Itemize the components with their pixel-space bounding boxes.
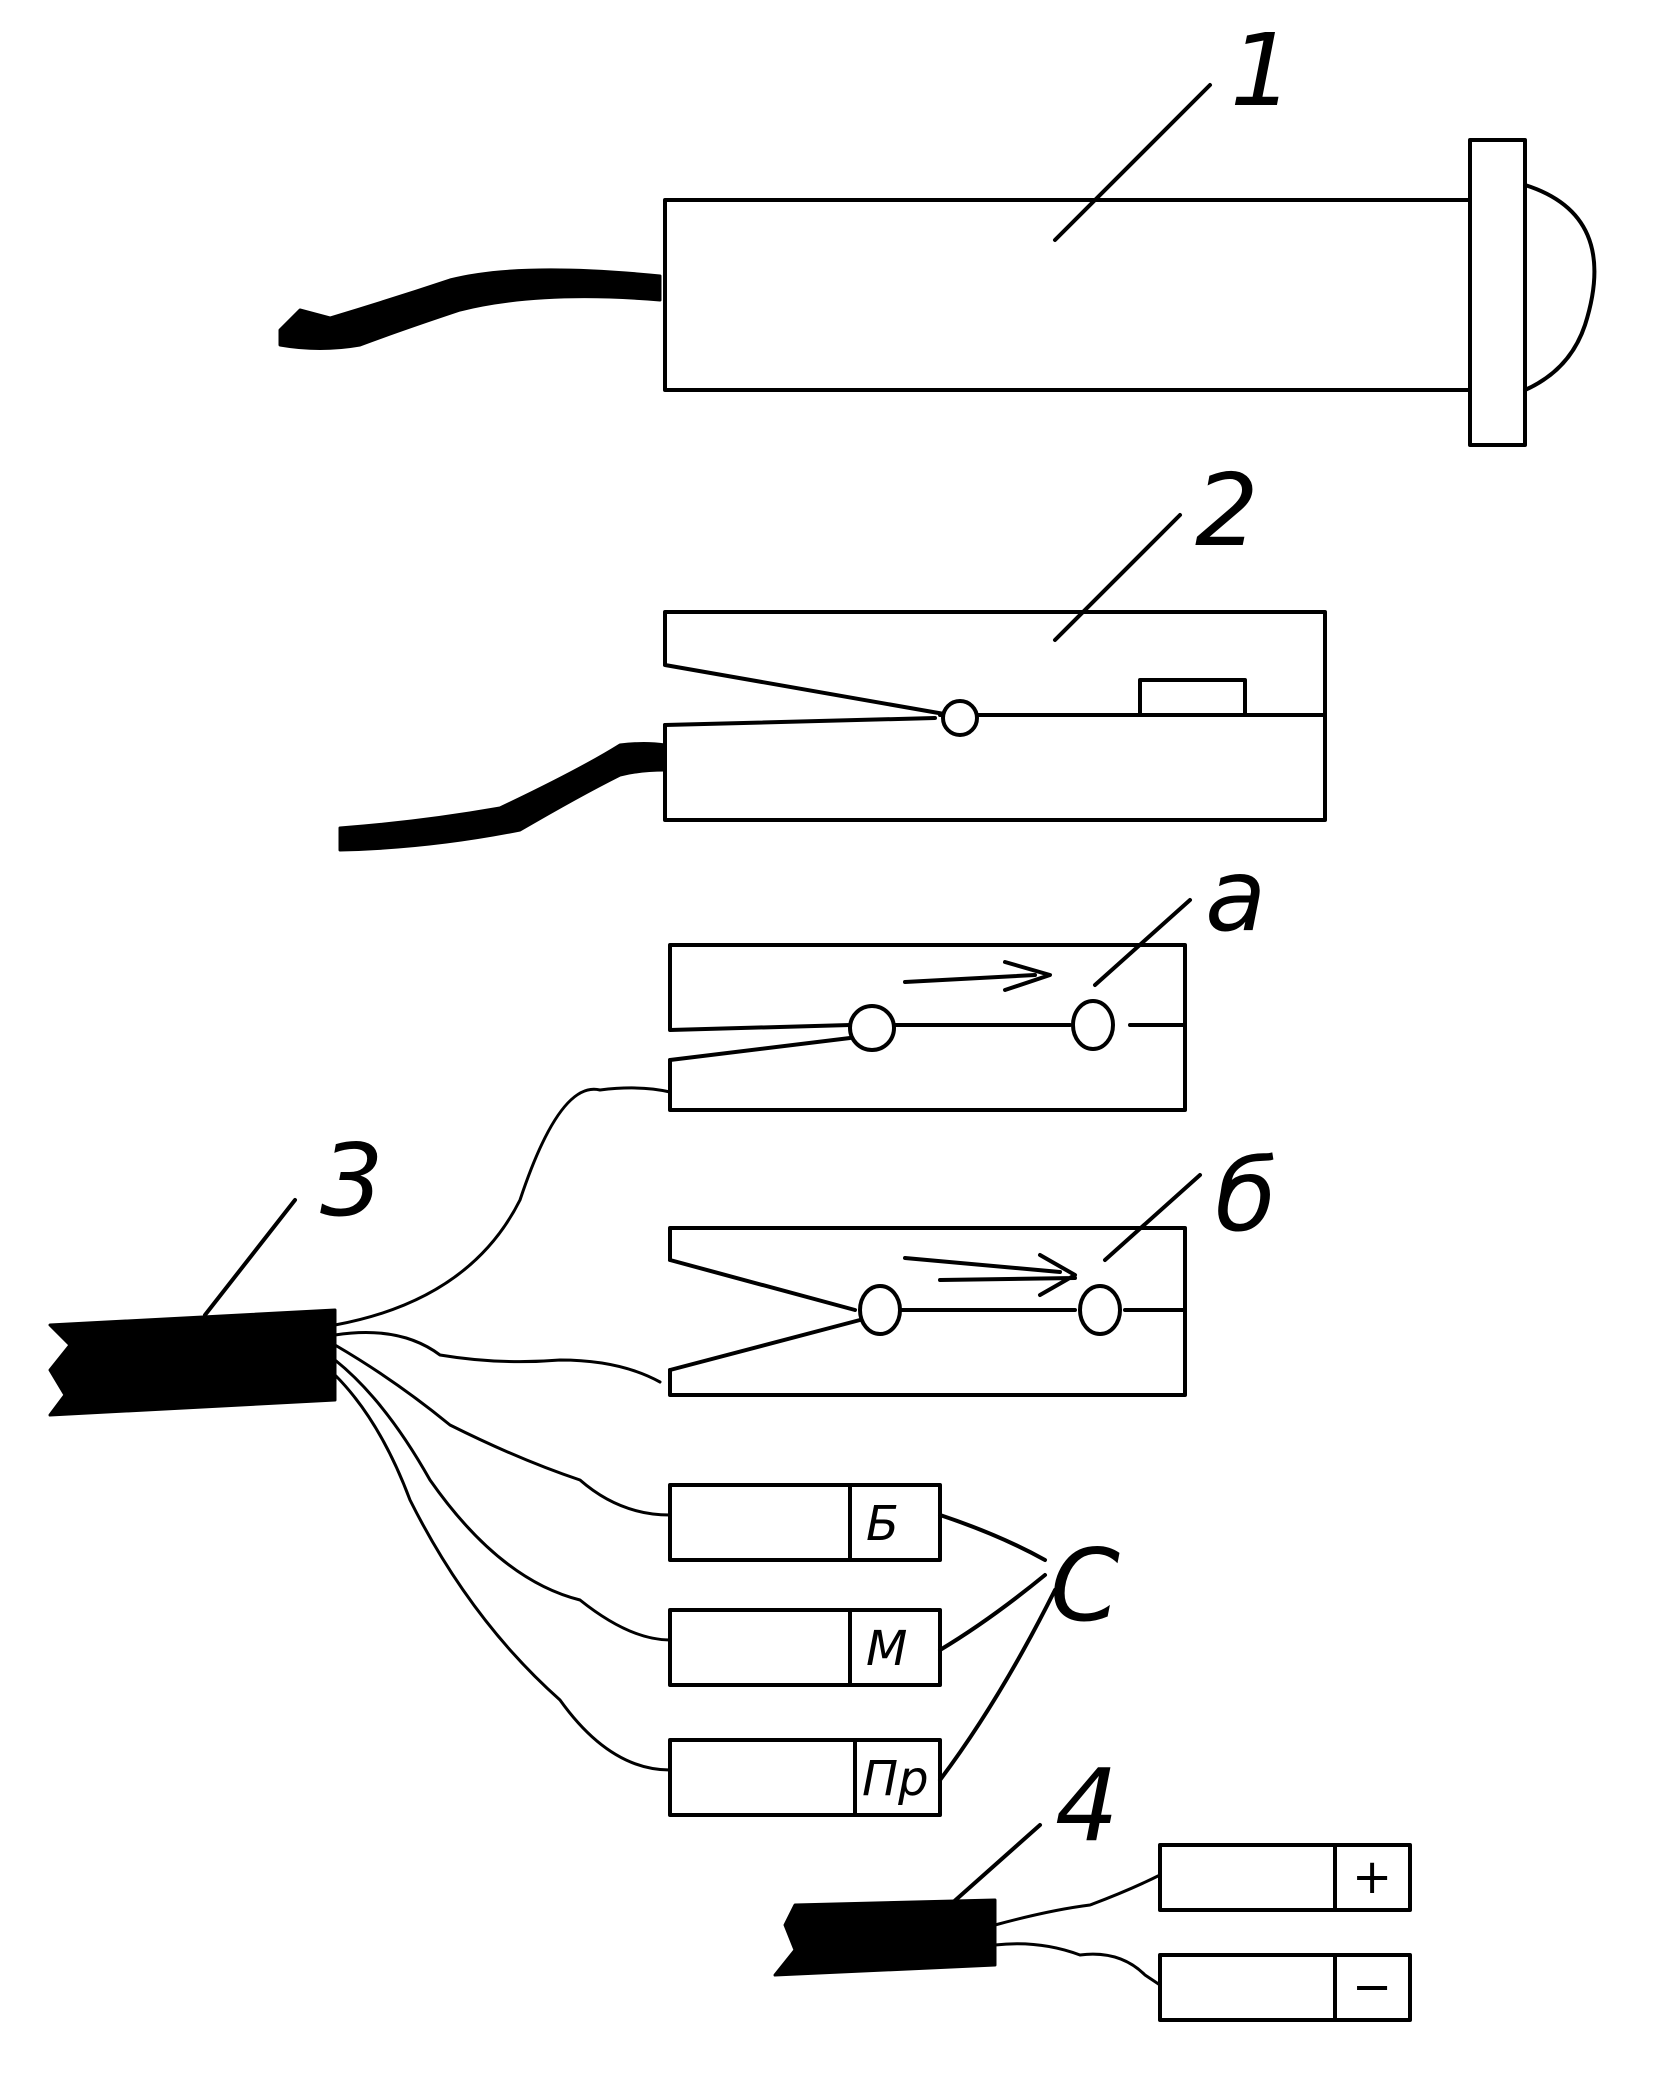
variant-b-label: б <box>1215 1137 1277 1254</box>
wire-to-variant-a <box>333 1086 672 1327</box>
variant-a-arrow <box>903 960 1052 992</box>
terminal-group-c: Б M Пр C <box>668 1483 1120 1817</box>
terminal-minus[interactable] <box>1158 1953 1412 2022</box>
part-1-leader <box>1053 83 1212 242</box>
part-3-label: 3 <box>320 1122 384 1239</box>
variant-a-upper-jaw <box>668 943 1187 1032</box>
part-2-clip: 2 <box>338 452 1327 852</box>
terminal-plus-label: + <box>1352 1849 1392 1905</box>
variant-a-label: a <box>1205 837 1266 954</box>
terminal-m-label: M <box>866 1621 907 1677</box>
wire-to-terminal-b <box>333 1343 672 1517</box>
variant-b-jaw-seam <box>668 1318 862 1372</box>
part-2-pivot <box>941 699 979 737</box>
part-2-upper-jaw <box>663 610 1327 717</box>
part-3-cable: 3 <box>48 1086 672 1772</box>
group-c-leader-b <box>938 1513 1047 1562</box>
variant-b-lower-jaw <box>668 1308 1187 1397</box>
terminal-b[interactable] <box>668 1483 942 1562</box>
group-c-label: C <box>1050 1527 1120 1644</box>
part-1-dome <box>1523 183 1597 392</box>
terminal-b-label: Б <box>866 1496 899 1552</box>
part-3-cable-jacket <box>48 1308 337 1417</box>
part-1-cable <box>278 268 662 350</box>
part-4-cable-jacket <box>773 1898 997 1977</box>
part-2-button[interactable] <box>1138 678 1247 717</box>
part-2-lower-jaw <box>663 713 1327 822</box>
part-1-probe: 1 <box>278 12 1597 447</box>
variant-a-leader <box>1093 898 1192 987</box>
variant-a-pivot-end <box>1071 999 1115 1051</box>
part-2-label: 2 <box>1195 452 1259 569</box>
group-c-leader-m <box>938 1573 1047 1652</box>
wire-to-minus <box>993 1942 1162 1987</box>
variant-b-arrow <box>903 1253 1077 1297</box>
group-c-leader-pr <box>938 1588 1057 1782</box>
variant-b-pivot-start <box>858 1284 902 1336</box>
variant-b-leader <box>1103 1173 1202 1262</box>
part-4-leader <box>948 1823 1042 1907</box>
wire-to-terminal-pr <box>333 1373 672 1772</box>
wire-to-terminal-m <box>333 1358 672 1642</box>
wire-to-plus <box>993 1873 1162 1927</box>
variant-b-pivot-end <box>1078 1284 1122 1336</box>
part-4-label: 4 <box>1055 1747 1119 1864</box>
variant-a-pivot-start <box>848 1004 896 1052</box>
part-3-leader <box>203 1198 297 1317</box>
variant-a-lower-jaw <box>668 1023 1187 1112</box>
terminal-plus[interactable] <box>1158 1843 1412 1912</box>
wire-to-variant-b <box>333 1331 662 1384</box>
terminal-minus-label: − <box>1352 1959 1392 2015</box>
part-1-cap <box>1468 138 1527 447</box>
terminal-m[interactable] <box>668 1608 942 1687</box>
part-2-jaw-seam <box>663 716 937 727</box>
variant-b-upper-jaw <box>668 1226 1187 1312</box>
terminal-pr-label: Пр <box>862 1751 929 1807</box>
part-2-cable <box>338 742 667 852</box>
part-2-leader <box>1053 513 1182 642</box>
variant-a-jaw-seam <box>668 1036 852 1062</box>
variant-b-clip: б <box>668 1137 1277 1397</box>
part-1-label: 1 <box>1230 12 1294 129</box>
part-4-power-cable: 4 + − <box>773 1747 1412 2022</box>
variant-a-clip: a <box>668 837 1266 1112</box>
